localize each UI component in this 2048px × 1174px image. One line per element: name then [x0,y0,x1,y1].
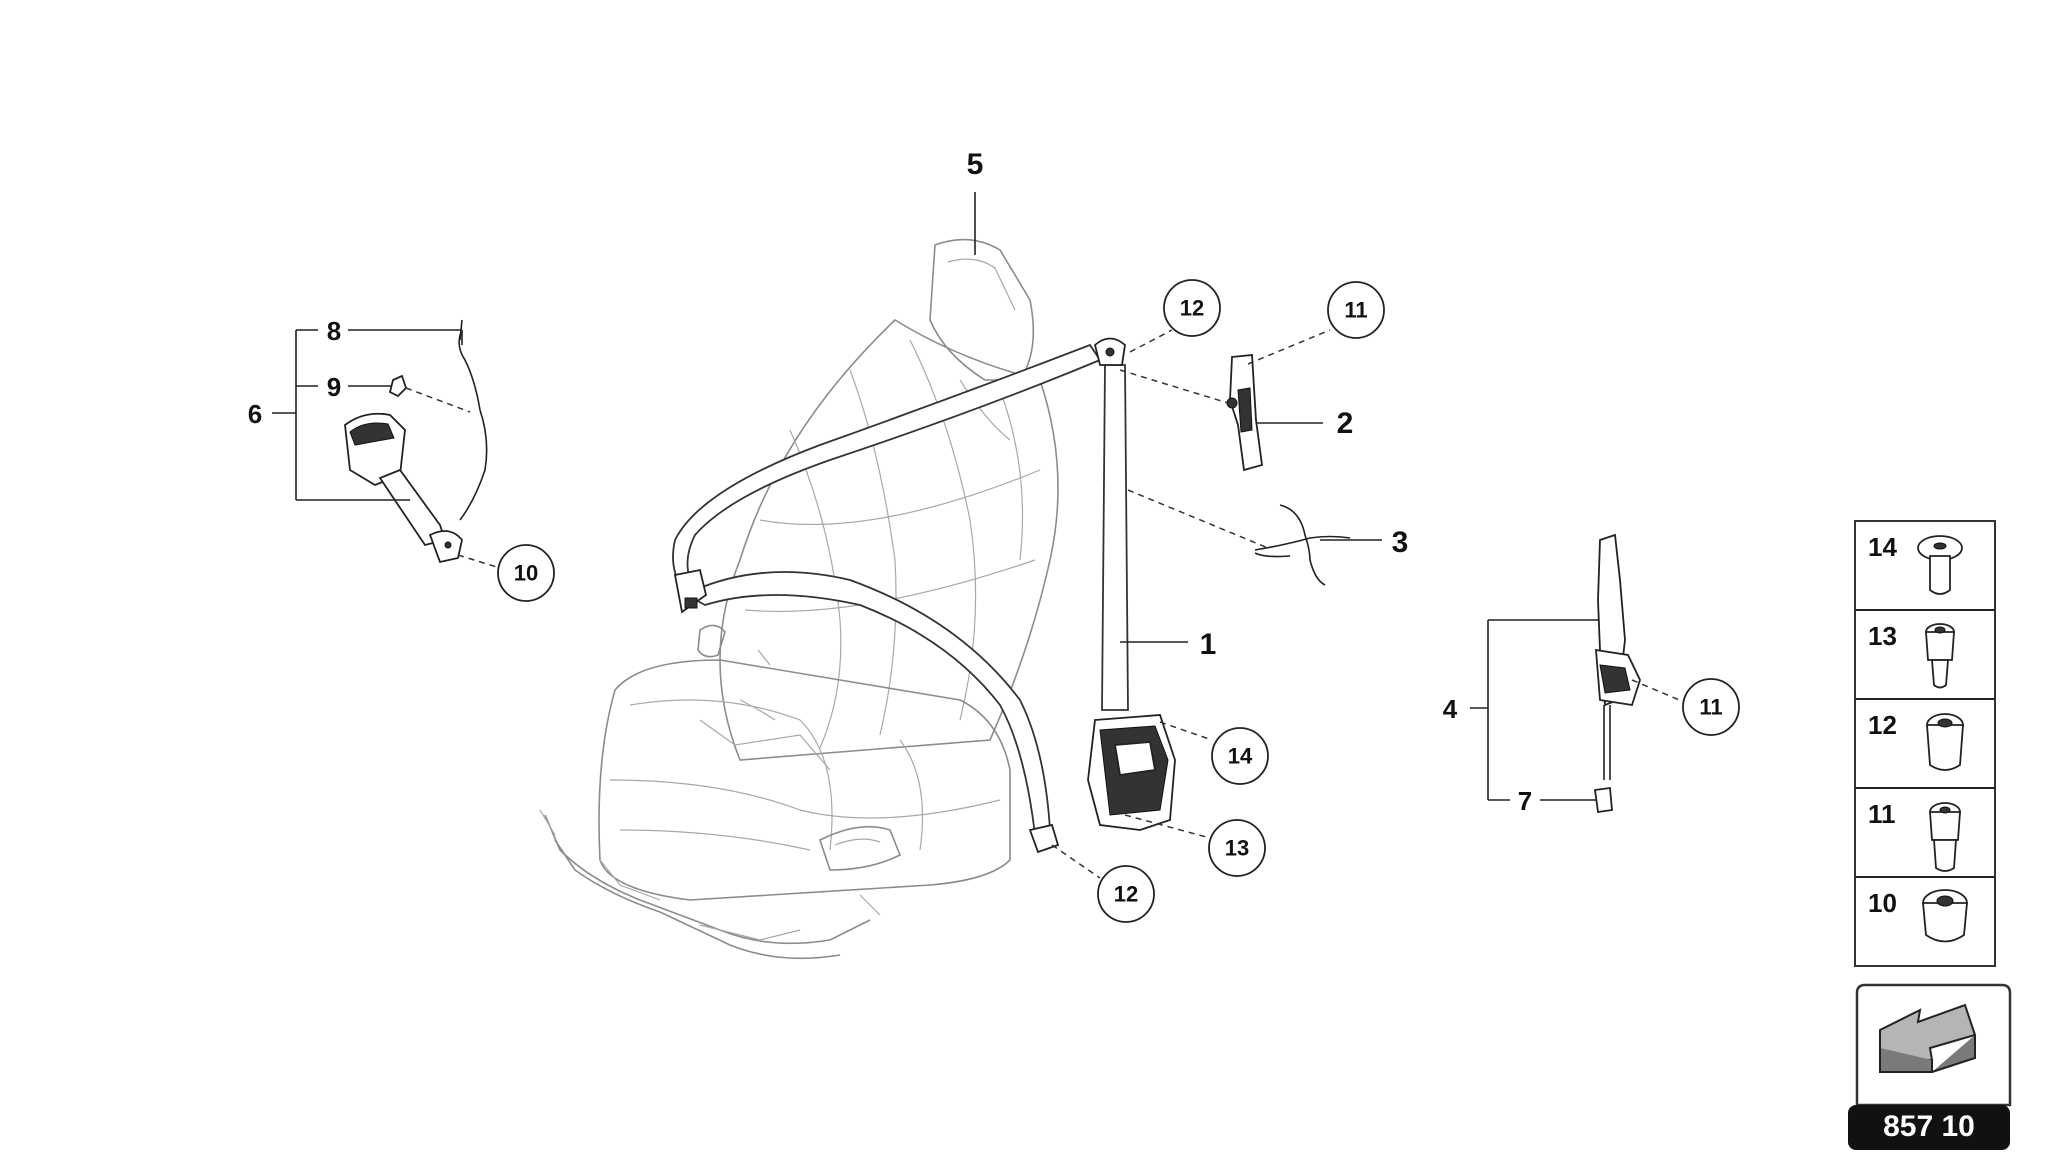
reference-code: 857 10 [1883,1110,1975,1143]
label-9: 9 [327,372,341,402]
fastener-10: 10 [1868,888,1968,943]
callout-circle-13: 13 [1208,819,1266,877]
fastener-14: 14 [1868,532,1963,595]
svg-text:11: 11 [1344,298,1367,323]
callout-circle-10: 10 [497,544,555,602]
reference-box: 857 10 [1848,983,2012,1150]
fastener-12: 12 [1868,710,1964,771]
leader-lines [272,192,1685,879]
callout-circle-11-top: 11 [1327,281,1385,339]
callout-circle-14: 14 [1211,727,1269,785]
callout-circle-11-right: 11 [1682,678,1740,736]
seat-illustration [539,238,1059,960]
svg-text:11: 11 [1699,695,1722,720]
label-4: 4 [1443,694,1458,724]
svg-text:14: 14 [1868,532,1897,562]
label-7: 7 [1518,786,1532,816]
hardware-panel: 14 13 12 11 10 [1854,520,1996,967]
svg-text:12: 12 [1868,710,1897,740]
svg-text:13: 13 [1868,621,1897,651]
circled-callouts: 12 11 10 14 13 12 11 [497,279,1740,923]
svg-text:13: 13 [1225,836,1249,861]
svg-text:10: 10 [1868,888,1897,918]
svg-text:11: 11 [1868,799,1896,829]
callout-circle-12-bottom: 12 [1097,865,1155,923]
part-4-height-adjuster [1593,533,1641,814]
label-5: 5 [967,148,984,181]
label-2: 2 [1337,407,1354,440]
part-6-buckle [344,319,488,564]
part-3-cable-tie [1254,504,1351,586]
label-8: 8 [327,316,341,346]
label-3: 3 [1392,526,1409,559]
callout-labels: 5 1 2 3 4 6 7 8 9 [248,148,1532,816]
svg-text:12: 12 [1180,296,1204,321]
seat-belt-webbing [672,337,1176,854]
svg-text:14: 14 [1228,744,1253,769]
label-1: 1 [1200,628,1217,661]
svg-text:12: 12 [1114,882,1138,907]
part-2-bracket [1226,354,1263,472]
label-6: 6 [248,399,262,429]
fastener-13: 13 [1868,621,1955,689]
callout-circle-12-top: 12 [1163,279,1221,337]
fastener-11: 11 [1868,799,1961,872]
svg-text:10: 10 [514,561,538,586]
